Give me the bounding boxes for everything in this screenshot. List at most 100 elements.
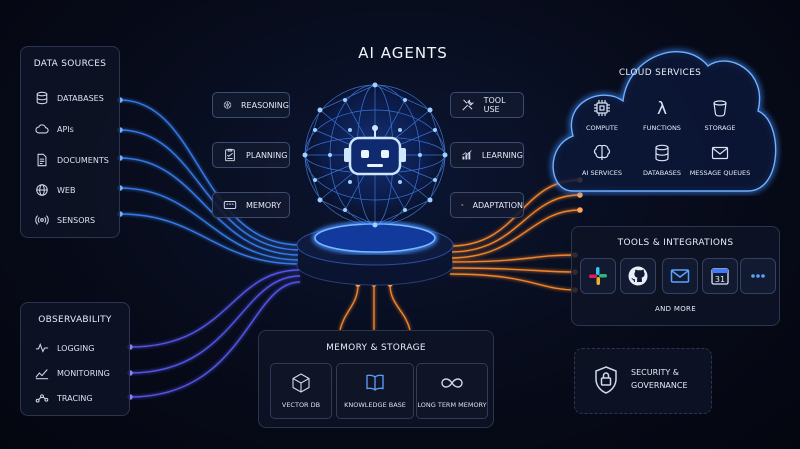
data-sources-panel: DATA SOURCES DATABASES APIs DOCUMENTS WE… bbox=[20, 46, 120, 238]
cloud-functions[interactable]: λ FUNCTIONS bbox=[622, 98, 702, 132]
page-title: AI AGENTS bbox=[358, 44, 448, 62]
observability-title: OBSERVABILITY bbox=[38, 315, 112, 325]
pulse-icon bbox=[35, 343, 49, 353]
cloud-label: FUNCTIONS bbox=[643, 124, 681, 132]
cube-icon bbox=[292, 373, 310, 393]
brain-icon bbox=[593, 144, 611, 160]
data-sources-title: DATA SOURCES bbox=[33, 59, 107, 69]
memory-vector-db[interactable]: VECTOR DB bbox=[270, 363, 332, 419]
observability-tracing[interactable]: TRACING bbox=[35, 391, 93, 405]
cloud-storage[interactable]: STORAGE bbox=[680, 98, 760, 132]
calendar-day: 31 bbox=[715, 275, 725, 284]
mail-tile[interactable] bbox=[662, 258, 698, 294]
memory-storage-title: MEMORY & STORAGE bbox=[326, 343, 426, 353]
svg-text:λ: λ bbox=[657, 99, 667, 118]
lambda-icon: λ bbox=[657, 99, 667, 118]
document-icon bbox=[37, 153, 47, 167]
observability-logging[interactable]: LOGGING bbox=[35, 341, 94, 355]
memory-knowledge-base[interactable]: KNOWLEDGE BASE bbox=[336, 363, 414, 419]
slack-icon bbox=[589, 267, 607, 285]
cloud-label: MESSAGE QUEUES bbox=[689, 169, 751, 177]
calendar-tile[interactable]: 31 bbox=[702, 258, 738, 294]
mail-icon bbox=[670, 269, 690, 283]
data-source-wires bbox=[119, 99, 301, 265]
bar-chart-icon bbox=[462, 150, 472, 160]
checklist-icon bbox=[225, 148, 235, 162]
slack-tile[interactable] bbox=[580, 258, 616, 294]
database-icon bbox=[655, 144, 669, 162]
observability-label: TRACING bbox=[57, 393, 93, 403]
capability-label: LEARNING bbox=[481, 150, 523, 160]
security-governance-panel[interactable]: SECURITY & GOVERNANCE bbox=[574, 348, 712, 414]
tools-more-label: AND MORE bbox=[655, 305, 696, 313]
database-icon bbox=[36, 91, 48, 105]
data-source-label: SENSORS bbox=[57, 215, 96, 225]
memory-label: KNOWLEDGE BASE bbox=[344, 401, 406, 409]
cloud-services-title: CLOUD SERVICES bbox=[618, 68, 702, 78]
data-source-label: WEB bbox=[57, 185, 76, 195]
observability-label: LOGGING bbox=[57, 343, 95, 353]
tools-icon bbox=[462, 99, 475, 111]
trend-icon bbox=[35, 369, 49, 380]
cloud-api-icon bbox=[35, 124, 49, 134]
capability-label: REASONING bbox=[241, 100, 289, 110]
memory-label: LONG TERM MEMORY bbox=[417, 401, 487, 409]
observability-monitoring[interactable]: MONITORING bbox=[35, 366, 110, 380]
data-source-apis[interactable]: APIs bbox=[35, 122, 74, 136]
sliders-icon bbox=[461, 204, 464, 206]
trace-icon bbox=[35, 394, 49, 403]
sensor-icon bbox=[35, 215, 49, 225]
cloud-shape bbox=[551, 49, 778, 193]
ai-agent-orb bbox=[296, 82, 454, 286]
cloud-ai-services[interactable]: AI SERVICES bbox=[562, 143, 642, 177]
data-source-web[interactable]: WEB bbox=[35, 183, 75, 197]
memory-icon bbox=[223, 201, 237, 209]
robot-icon bbox=[344, 125, 406, 176]
capability-tool-use[interactable]: TOOL USE bbox=[450, 92, 524, 118]
observability-label: MONITORING bbox=[57, 368, 110, 378]
capability-learning[interactable]: LEARNING bbox=[450, 142, 524, 168]
capability-label: PLANNING bbox=[246, 150, 288, 160]
cloud-label: STORAGE bbox=[704, 124, 736, 132]
data-source-label: DOCUMENTS bbox=[57, 155, 109, 165]
more-icon bbox=[751, 274, 765, 278]
capability-label: ADAPTATION bbox=[472, 200, 523, 210]
observability-wires bbox=[129, 269, 301, 398]
globe-icon bbox=[36, 184, 48, 196]
envelope-icon bbox=[711, 146, 729, 160]
tools-integrations-title: TOOLS & INTEGRATIONS bbox=[617, 238, 734, 248]
capability-label: MEMORY bbox=[246, 200, 282, 210]
cloud-databases[interactable]: DATABASES bbox=[622, 143, 702, 177]
cloud-label: AI SERVICES bbox=[582, 169, 622, 177]
data-source-sensors[interactable]: SENSORS bbox=[35, 213, 95, 227]
book-icon bbox=[366, 374, 384, 391]
capability-planning[interactable]: PLANNING bbox=[212, 142, 290, 168]
cloud-label: COMPUTE bbox=[585, 124, 619, 132]
security-line-1: SECURITY & bbox=[631, 368, 680, 377]
calendar-icon: 31 bbox=[711, 268, 729, 285]
capability-label: TOOL USE bbox=[483, 96, 506, 114]
github-icon bbox=[628, 266, 648, 286]
observability-panel: OBSERVABILITY LOGGING MONITORING TRACING bbox=[20, 302, 130, 416]
capability-reasoning[interactable]: REASONING bbox=[212, 92, 290, 118]
cloud-message-queues[interactable]: MESSAGE QUEUES bbox=[680, 143, 760, 177]
data-source-label: APIs bbox=[57, 124, 74, 134]
cloud-label: DATABASES bbox=[642, 169, 681, 177]
capability-memory[interactable]: MEMORY bbox=[212, 192, 290, 218]
data-source-databases[interactable]: DATABASES bbox=[35, 91, 104, 105]
memory-label: VECTOR DB bbox=[281, 401, 321, 409]
data-source-documents[interactable]: DOCUMENTS bbox=[35, 153, 109, 167]
chip-icon bbox=[594, 100, 610, 116]
capability-adaptation[interactable]: ADAPTATION bbox=[450, 192, 524, 218]
security-line-2: GOVERNANCE bbox=[631, 381, 688, 390]
cloud-compute[interactable]: COMPUTE bbox=[562, 98, 642, 132]
data-source-label: DATABASES bbox=[57, 93, 104, 103]
more-tile[interactable] bbox=[740, 258, 776, 294]
memory-long-term[interactable]: LONG TERM MEMORY bbox=[416, 363, 488, 419]
brain-icon bbox=[223, 101, 232, 109]
infinity-icon bbox=[441, 378, 463, 388]
bucket-icon bbox=[713, 100, 727, 117]
github-tile[interactable] bbox=[620, 258, 656, 294]
shield-lock-icon bbox=[595, 366, 617, 394]
